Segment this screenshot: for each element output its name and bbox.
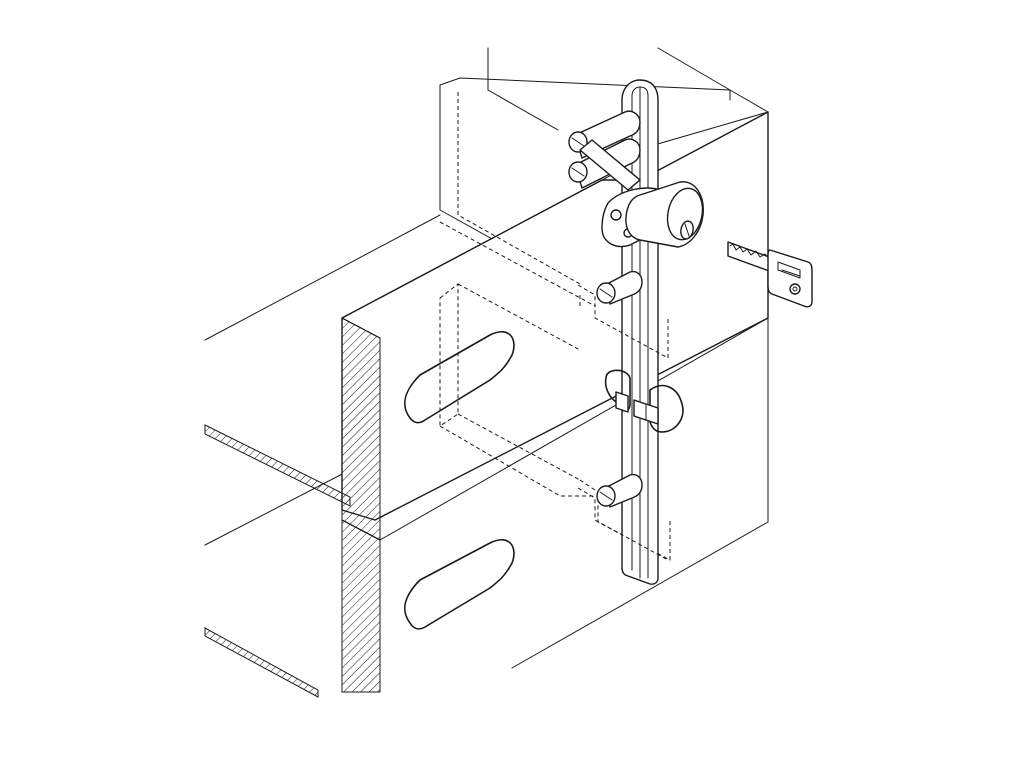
upper-handle-slot [404,331,515,424]
lower-pin [596,473,643,508]
lock-cams [604,369,684,433]
key [727,241,813,308]
lower-handle-slot [404,539,515,630]
lower-drawer [204,479,671,698]
middle-pin [596,270,643,305]
cylinder-lock [601,181,704,248]
upper-drawer [204,85,769,541]
linkage-bar [579,139,641,191]
